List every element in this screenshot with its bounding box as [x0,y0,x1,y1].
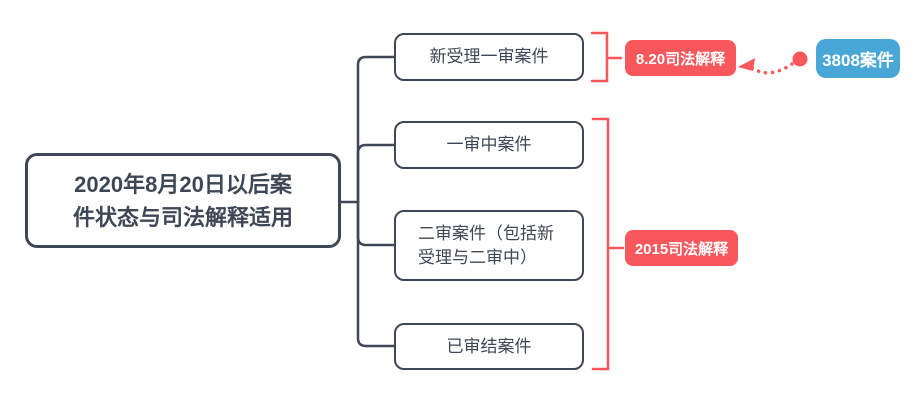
root-node-label-line1: 2020年8月20日以后案 [74,171,292,197]
arrow-origin-dot [792,51,808,67]
bracket-top [590,31,623,83]
arrow-dotted-curve [749,62,794,75]
node-new-first-instance[interactable]: 新受理一审案件 [394,33,584,81]
badge-label: 2015司法解释 [634,240,729,258]
root-node-label-line2: 件状态与司法解释适用 [72,204,293,230]
tree-connector-lines [339,55,396,348]
node-label: 二审案件（包括新受理与二审中） [418,223,554,267]
badge-3808-cases[interactable]: 3808案件 [816,39,900,78]
badge-2015-rule[interactable]: 2015司法解释 [625,230,738,266]
node-label: 新受理一审案件 [429,47,549,66]
node-label: 一审中案件 [446,135,532,154]
node-label: 已审结案件 [446,336,532,356]
badge-label: 8.20司法解释 [635,50,726,68]
root-node[interactable]: 2020年8月20日以后案 件状态与司法解释适用 [25,153,341,248]
bracket-group [591,117,625,371]
node-in-first-instance[interactable]: 一审中案件 [394,121,584,169]
dotted-arrow [738,51,808,75]
arrowhead-icon [738,58,755,71]
badge-820-rule[interactable]: 8.20司法解释 [625,40,736,76]
node-concluded[interactable]: 已审结案件 [394,323,584,370]
node-second-instance[interactable]: 二审案件（包括新受理与二审中） [394,210,584,281]
badge-label: 3808案件 [822,51,894,70]
